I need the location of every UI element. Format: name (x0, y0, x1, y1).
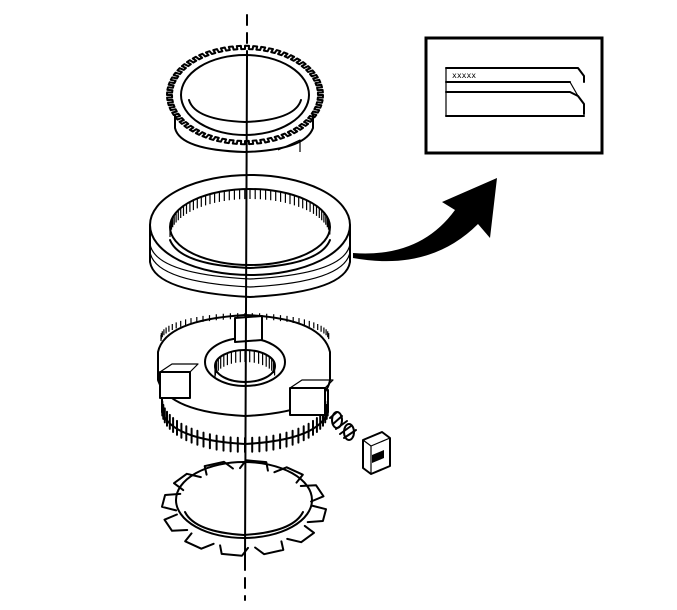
synchronizer-sleeve (149, 174, 351, 298)
inset-marking: xxxxx (452, 71, 476, 80)
centerline-axis (244, 14, 248, 601)
upper-synchronizer-ring (166, 44, 324, 153)
detent-key (362, 431, 391, 475)
inset-detail-box: xxxxx (424, 36, 604, 155)
lower-synchronizer-ring (161, 459, 327, 557)
curved-arrow-icon (353, 178, 497, 262)
detent-spring (329, 411, 357, 441)
synchronizer-hub (157, 313, 334, 453)
